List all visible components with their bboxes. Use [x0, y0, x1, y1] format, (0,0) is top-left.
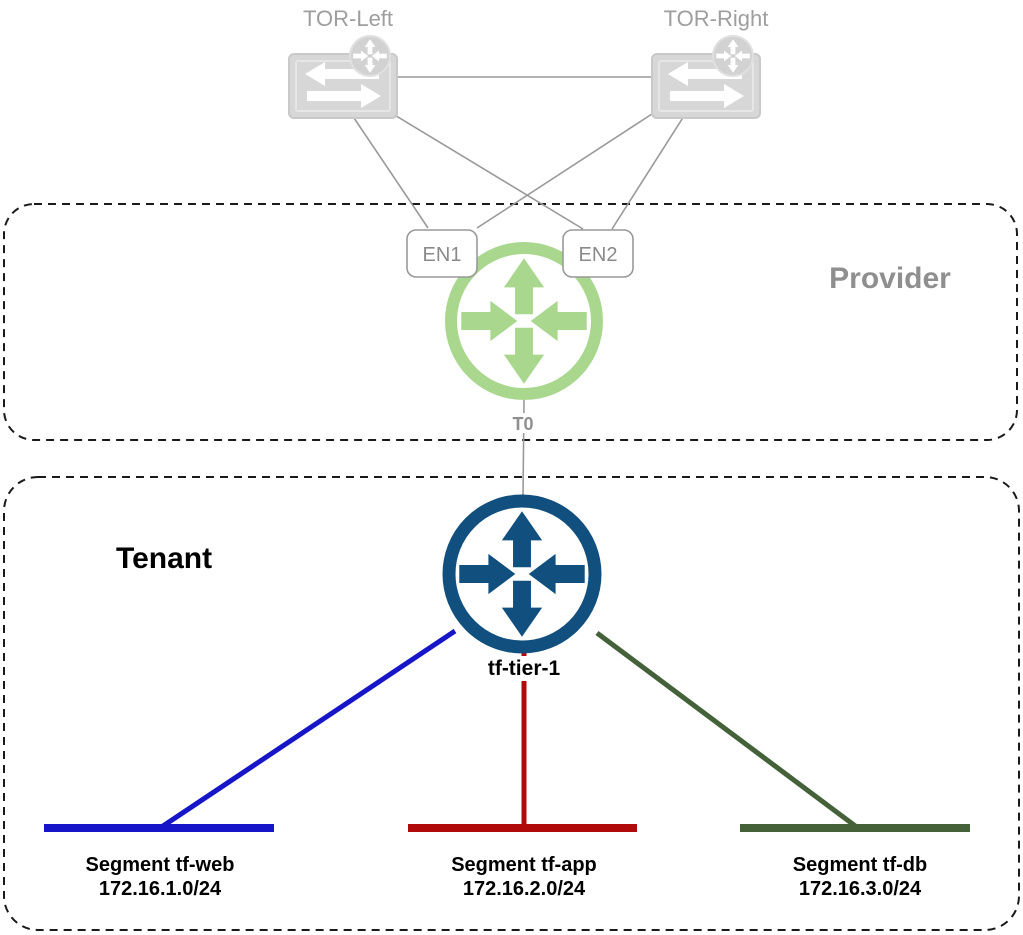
segment-tf-app: Segment tf-app 172.16.2.0/24: [408, 824, 637, 900]
en1-box: [406, 229, 478, 278]
link-torleft-en1: [351, 114, 429, 229]
edge-nodes: EN1 EN2: [406, 229, 634, 278]
tor-left-switch-icon: [289, 36, 397, 118]
t0-router-icon: [445, 242, 603, 400]
t0-label-bg: [506, 413, 540, 433]
tenant-zone-label: Tenant: [116, 542, 212, 575]
tier1-router-ring: [442, 494, 602, 654]
provider-zone-box: [3, 203, 1018, 441]
t0-link-label: T0: [512, 414, 533, 434]
link-tier1-segment-web: [158, 628, 457, 831]
link-torright-en1: [476, 111, 656, 229]
uplink-connections: [351, 76, 685, 498]
tier1-router-icon: [442, 494, 602, 654]
tor-left-label: TOR-Left: [303, 6, 393, 31]
tier1-router-label: tf-tier-1: [488, 657, 561, 680]
segment-web-cidr: 172.16.1.0/24: [99, 878, 222, 900]
en1-label: EN1: [423, 244, 462, 266]
segment-db-cidr: 172.16.3.0/24: [799, 878, 922, 900]
link-torleft-en2: [387, 110, 584, 230]
tenant-zone-box: [3, 476, 1020, 931]
link-tier1-segment-db: [595, 630, 860, 831]
provider-zone-label: Provider: [829, 262, 951, 295]
segment-web-name: Segment tf-web: [86, 854, 235, 876]
link-torright-en2: [611, 115, 685, 230]
segment-db-name: Segment tf-db: [793, 854, 927, 876]
en2-label: EN2: [579, 244, 618, 266]
tier1-label-bg: [475, 656, 573, 681]
segment-tf-web: Segment tf-web 172.16.1.0/24: [44, 824, 274, 900]
segment-app-name: Segment tf-app: [451, 854, 597, 876]
tor-right-label: TOR-Right: [664, 6, 769, 31]
segment-app-cidr: 172.16.2.0/24: [463, 878, 586, 900]
tor-right-switch-icon: [652, 36, 760, 118]
t0-router-ring: [445, 242, 603, 400]
en2-box: [562, 229, 634, 278]
segment-tf-db: Segment tf-db 172.16.3.0/24: [740, 824, 970, 900]
